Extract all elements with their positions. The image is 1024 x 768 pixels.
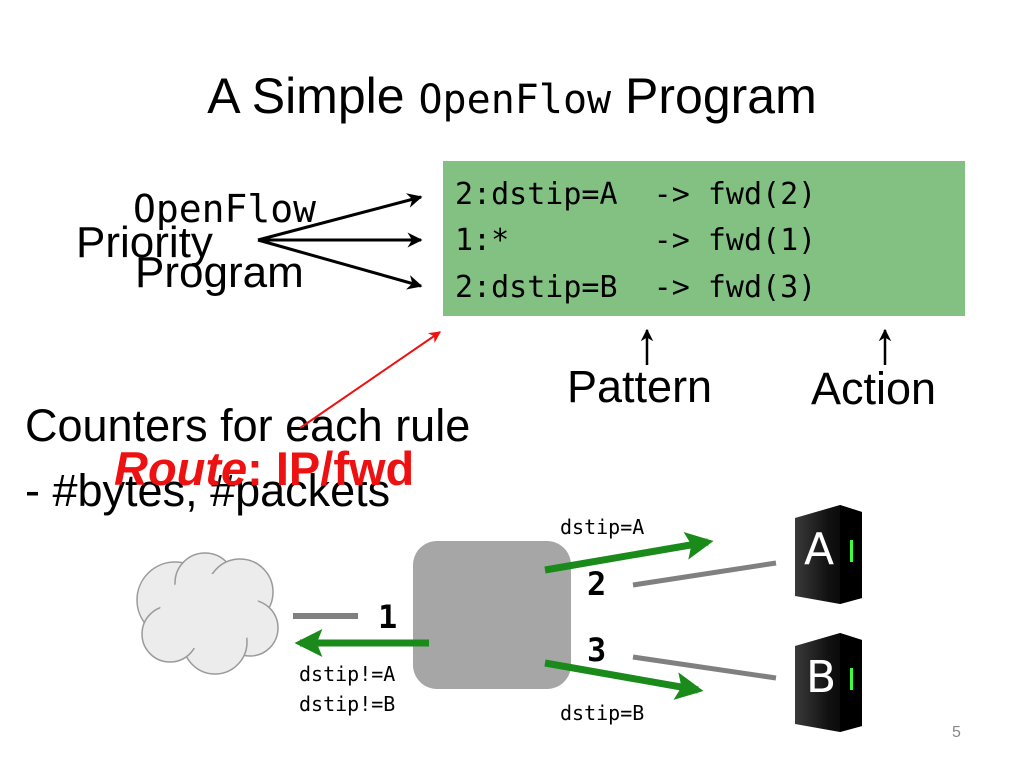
server-a-label: A [804, 524, 835, 575]
link-port-2 [632, 560, 777, 588]
priority-arrows [257, 193, 423, 290]
counters-line-1: Counters for each rule [25, 400, 471, 451]
server-b-icon [795, 633, 862, 732]
arrow-to-rule-1 [257, 193, 423, 242]
priority-label: Priority [76, 218, 213, 267]
dstip-not-b-label: dstip!=B [299, 692, 396, 716]
flow-to-a-arrow [544, 531, 714, 574]
counters-line-2: - #bytes, #packets [25, 465, 391, 516]
dstip-a-label: dstip=A [560, 515, 645, 539]
dstip-b-label: dstip=B [560, 701, 645, 725]
rule-2: 1:* -> fwd(1) [455, 223, 817, 258]
title-suffix: Program [625, 68, 817, 124]
arrow-to-rule-3 [257, 238, 423, 290]
flow-rules-table: 2:dstip=A -> fwd(2) 1:* -> fwd(1) 2:dsti… [443, 161, 965, 316]
slide-title: A Simple OpenFlow Program [0, 66, 1024, 130]
page-number: 5 [952, 724, 961, 741]
dstip-not-a-label: dstip!=A [299, 662, 396, 686]
flow-to-b-arrow [544, 659, 704, 700]
route-rest: : IP/fwd [247, 442, 415, 495]
cloud-icon [136, 552, 279, 675]
title-prefix: A Simple [207, 68, 405, 124]
port-3-label: 3 [587, 631, 607, 669]
rule-3: 2:dstip=B -> fwd(3) [455, 270, 817, 305]
openflow-label: OpenFlow [133, 187, 317, 231]
switch-node [413, 541, 571, 689]
program-label: Program [135, 248, 304, 297]
route-label: Route: IP/fwd [114, 444, 414, 494]
rule-1: 2:dstip=A -> fwd(2) [455, 177, 817, 212]
pattern-label: Pattern [567, 361, 713, 412]
route-italic: Route [114, 442, 248, 495]
port-1-label: 1 [378, 598, 398, 636]
port-2-label: 2 [587, 565, 607, 603]
title-code: OpenFlow [418, 77, 612, 123]
server-b-label: B [806, 652, 837, 703]
link-port-3 [632, 654, 777, 681]
counters-arrow [299, 331, 441, 429]
action-label: Action [811, 363, 937, 414]
server-a-icon [795, 505, 862, 604]
